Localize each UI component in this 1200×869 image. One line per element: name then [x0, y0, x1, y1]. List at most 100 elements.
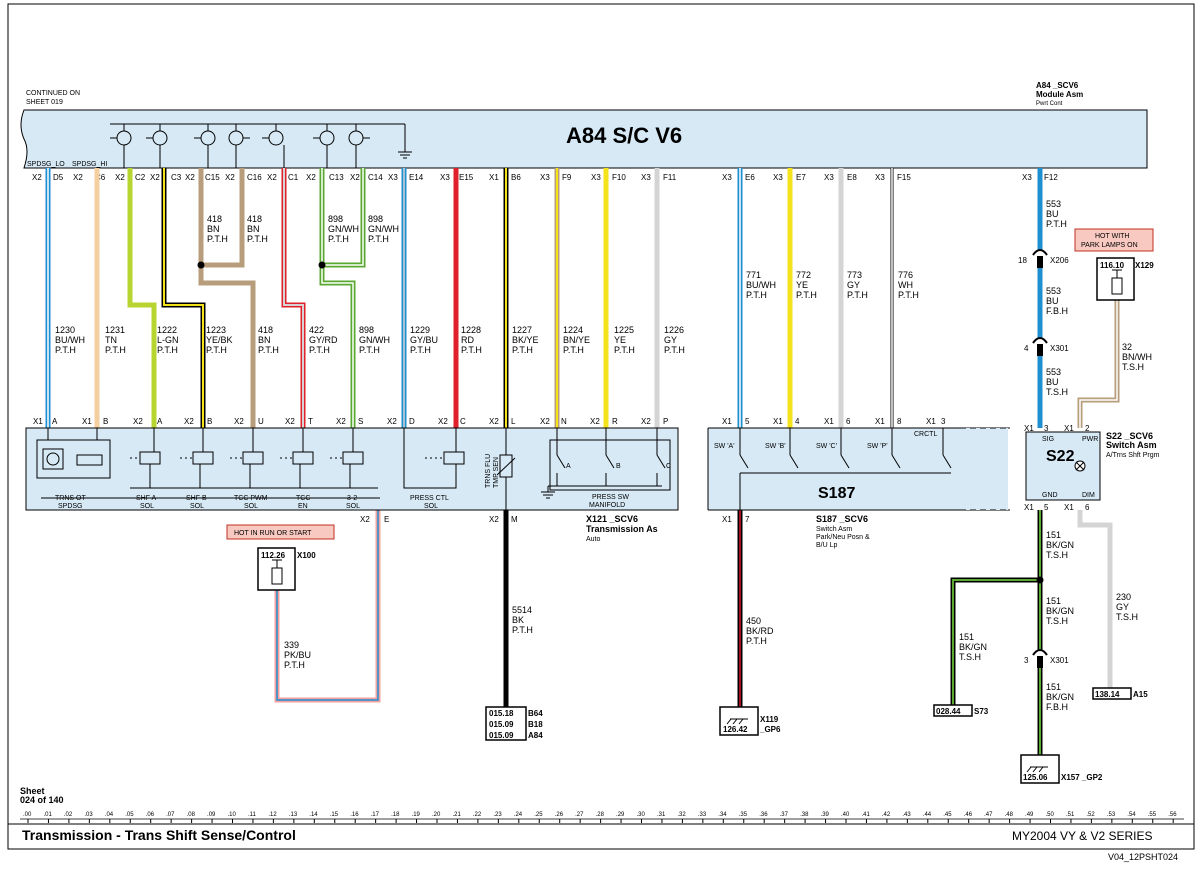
ref-a84: 015.18 015.09 015.09 B64 B18 A84	[485, 706, 543, 741]
svg-text:GN/WH: GN/WH	[328, 224, 359, 234]
splice-dot	[197, 261, 205, 269]
svg-text:BK/GN: BK/GN	[1046, 606, 1074, 616]
svg-text:1225: 1225	[614, 325, 634, 335]
scale-tick-label: .44	[923, 812, 932, 818]
inline-conn-1: X206	[1050, 256, 1069, 265]
footer-code: V04_12PSHT024	[1108, 852, 1178, 862]
top-pin-5: C15	[205, 173, 220, 182]
svg-text:553: 553	[1046, 199, 1061, 209]
svg-text:P.T.H: P.T.H	[512, 625, 533, 635]
svg-text:6: 6	[1085, 503, 1090, 512]
svg-text:TN: TN	[105, 335, 117, 345]
svg-text:X119: X119	[760, 715, 779, 724]
svg-text:P.T.H: P.T.H	[1046, 219, 1067, 229]
svg-text:SOL: SOL	[140, 503, 154, 510]
svg-text:S22 _SCV6: S22 _SCV6	[1106, 431, 1153, 441]
scale-tick-label: .43	[902, 812, 911, 818]
svg-text:418: 418	[207, 214, 222, 224]
svg-text:P.T.H: P.T.H	[898, 290, 919, 300]
svg-text:1228: 1228	[461, 325, 481, 335]
top-conn-10: X3	[388, 173, 398, 182]
wires	[45, 168, 1120, 760]
svg-text:DIM: DIM	[1082, 492, 1095, 499]
svg-text:BN: BN	[207, 224, 220, 234]
svg-text:553: 553	[1046, 286, 1061, 296]
svg-text:1222: 1222	[157, 325, 177, 335]
svg-text:GY/RD: GY/RD	[309, 335, 338, 345]
top-conn-6: X2	[225, 173, 235, 182]
svg-text:P.T.H: P.T.H	[461, 345, 482, 355]
svg-text:151: 151	[1046, 682, 1061, 692]
svg-text:X2: X2	[489, 515, 499, 524]
svg-text:5514: 5514	[512, 605, 532, 615]
svg-text:1231: 1231	[105, 325, 125, 335]
top-pin-15: F11	[663, 173, 677, 182]
svg-text:P.T.H: P.T.H	[368, 234, 389, 244]
svg-text:P.T.H: P.T.H	[512, 345, 533, 355]
svg-text:P.T.H: P.T.H	[105, 345, 126, 355]
svg-text:S: S	[358, 417, 363, 426]
svg-text:SHF B: SHF B	[186, 495, 207, 502]
scale-tick-label: .11	[248, 812, 257, 818]
svg-text:138.14: 138.14	[1095, 690, 1120, 699]
svg-text:116.10: 116.10	[1100, 261, 1125, 270]
svg-text:3: 3	[941, 417, 946, 426]
inline-conn-2: X301	[1050, 344, 1069, 353]
svg-text:P.T.H: P.T.H	[847, 290, 868, 300]
svg-text:A: A	[566, 463, 571, 470]
svg-text:CRCTL: CRCTL	[914, 431, 937, 438]
module-transistors	[110, 123, 412, 168]
inline-connectors: 18 X206 4 X301 3 X301	[1018, 249, 1069, 668]
svg-text:TRNS FLU: TRNS FLU	[485, 454, 492, 488]
hint-spdsg-lo: SPDSG_LO	[27, 161, 65, 168]
scale-tick-label: .53	[1107, 812, 1116, 818]
svg-text:HOT IN RUN OR START: HOT IN RUN OR START	[234, 530, 312, 537]
svg-text:015.18: 015.18	[489, 709, 514, 718]
svg-text:339: 339	[284, 640, 299, 650]
svg-text:MANIFOLD: MANIFOLD	[589, 502, 625, 509]
svg-text:T: T	[308, 417, 313, 426]
svg-text:151: 151	[959, 632, 974, 642]
svg-text:T.S.H: T.S.H	[959, 652, 981, 662]
top-conn-14: X3	[591, 173, 601, 182]
svg-text:PARK LAMPS ON: PARK LAMPS ON	[1081, 242, 1138, 249]
svg-text:F.B.H: F.B.H	[1046, 306, 1068, 316]
svg-text:BK/GN: BK/GN	[1046, 692, 1074, 702]
svg-text:_GP6: _GP6	[759, 725, 781, 734]
scale-tick-label: .47	[984, 812, 993, 818]
svg-text:M: M	[511, 515, 518, 524]
scale-tick-label: .13	[289, 812, 298, 818]
svg-text:898: 898	[359, 325, 374, 335]
svg-text:SPDSG: SPDSG	[58, 503, 83, 510]
svg-text:X2: X2	[387, 417, 397, 426]
svg-text:BU/WH: BU/WH	[746, 280, 776, 290]
svg-text:P.T.H: P.T.H	[55, 345, 76, 355]
svg-text:B18: B18	[528, 720, 543, 729]
svg-text:SW 'C': SW 'C'	[816, 443, 837, 450]
svg-text:BU: BU	[1046, 377, 1059, 387]
scale-tick-label: .08	[187, 812, 196, 818]
scale-tick-label: .07	[166, 812, 175, 818]
top-pin-1: D5	[53, 173, 64, 182]
svg-text:T.S.H: T.S.H	[1116, 612, 1138, 622]
svg-text:X1: X1	[722, 515, 732, 524]
fuse-x100: 112.26 X100	[257, 547, 316, 591]
scale-tick-label: .10	[228, 812, 237, 818]
wire-422	[281, 168, 306, 428]
svg-text:BK/RD: BK/RD	[746, 626, 774, 636]
scale-tick-label: .24	[514, 812, 523, 818]
